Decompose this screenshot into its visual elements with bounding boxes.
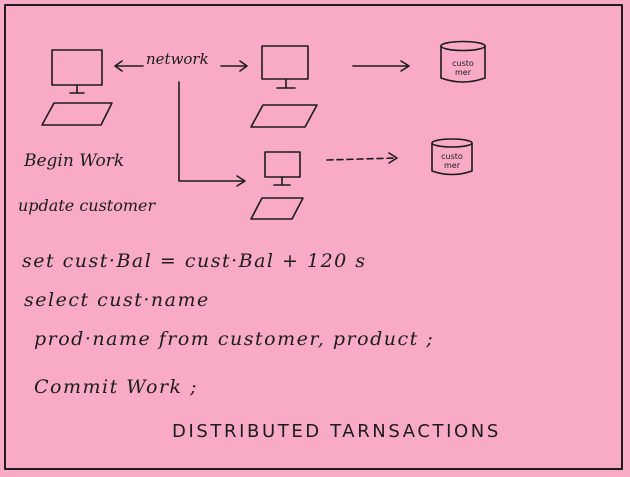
database-bottom-icon bbox=[431, 138, 473, 176]
network-label: network bbox=[146, 50, 209, 68]
arrow-to-db-top bbox=[352, 60, 410, 72]
code-line-2: select cust·name bbox=[24, 289, 210, 311]
client-computer-icon bbox=[41, 49, 113, 126]
database-top-label: custo mer bbox=[452, 59, 474, 77]
database-bottom-label: custo mer bbox=[441, 152, 463, 170]
frame-border bbox=[4, 4, 623, 470]
begin-work-label: Begin Work bbox=[24, 151, 125, 171]
code-line-1: set cust·Bal = cust·Bal + 120 s bbox=[22, 250, 367, 272]
server-bottom-computer-icon bbox=[250, 151, 304, 220]
server-top-computer-icon bbox=[250, 45, 318, 128]
diagram-caption: DISTRIBUTED TARNSACTIONS bbox=[172, 421, 501, 442]
arrow-to-db-bottom bbox=[326, 152, 398, 164]
update-customer-label: update customer bbox=[18, 196, 156, 215]
network-arrow bbox=[114, 60, 248, 72]
database-top-icon bbox=[440, 40, 486, 83]
branch-arrow bbox=[178, 81, 246, 187]
code-line-3: prod·name from customer, product ; bbox=[34, 328, 435, 350]
code-line-4: Commit Work ; bbox=[34, 376, 198, 398]
